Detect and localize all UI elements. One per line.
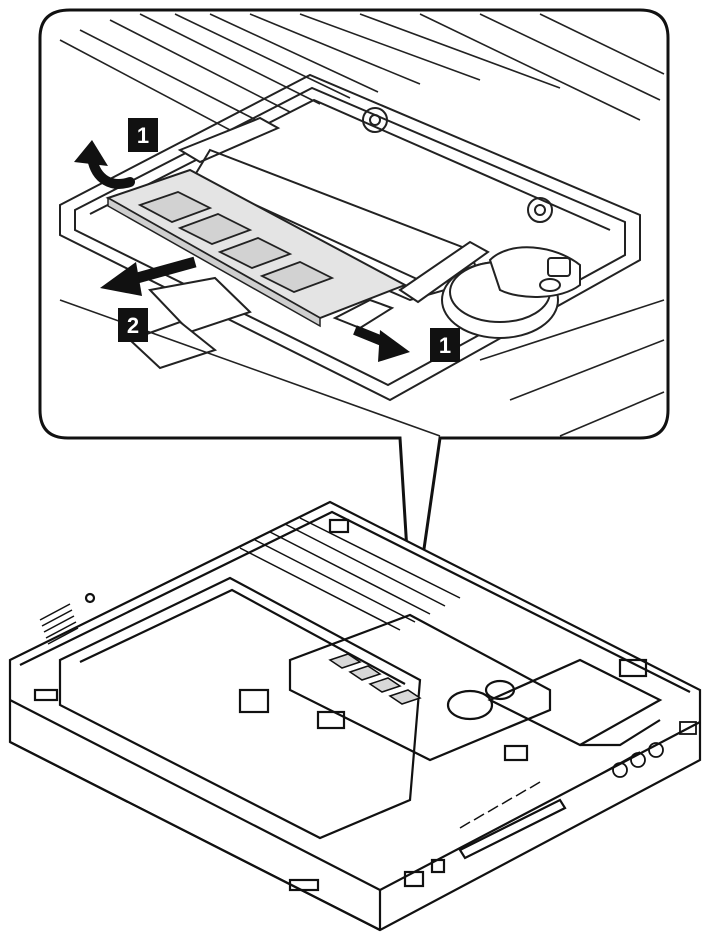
- curved-arrow-icon: [74, 140, 135, 189]
- memory-bay: [59, 73, 641, 402]
- laptop-outline: [8, 500, 702, 932]
- front-slot: [458, 798, 567, 860]
- step-badge-2: 2: [118, 308, 148, 342]
- svg-text:2: 2: [127, 313, 139, 338]
- bottom-casing-lines: [239, 517, 461, 631]
- side-ports: [589, 721, 697, 781]
- front-vents: [459, 781, 541, 829]
- memory-module: [105, 168, 408, 328]
- latch-arrow-icon: [353, 325, 410, 362]
- step-badge-1-top: 1: [128, 118, 158, 152]
- hdd-cover: [487, 658, 663, 747]
- vent-grille: [39, 603, 79, 645]
- memory-chips: [137, 191, 335, 293]
- svg-text:1: 1: [137, 123, 149, 148]
- laptop-memory-bay: [288, 613, 552, 762]
- battery-area: [58, 576, 422, 840]
- straight-arrow-icon: [100, 256, 197, 296]
- coin-battery: [441, 246, 581, 339]
- casing-texture-lines: [59, 13, 665, 131]
- laptop-bottom-view: [8, 500, 702, 932]
- zoom-callout: 1 2 1: [38, 8, 670, 633]
- laptop-memory-chips: [328, 653, 422, 705]
- casing-lower-lines: [59, 299, 665, 437]
- svg-text:1: 1: [439, 333, 451, 358]
- step-badge-1-bottom: 1: [430, 328, 460, 362]
